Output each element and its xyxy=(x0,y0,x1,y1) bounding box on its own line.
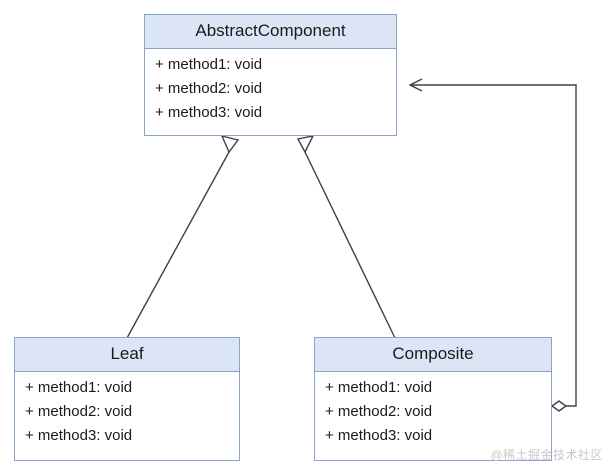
line-leaf-to-abstractcomponent xyxy=(126,151,230,339)
class-member: + method1: void xyxy=(325,379,433,396)
class-title-abstractcomponent: AbstractComponent xyxy=(145,15,396,49)
class-title-leaf: Leaf xyxy=(15,338,239,372)
class-title-composite: Composite xyxy=(315,338,551,372)
class-members-leaf: + method1: void + method2: void + method… xyxy=(15,372,239,452)
generalization-arrow-composite xyxy=(296,135,315,154)
class-members-composite: + method1: void + method2: void + method… xyxy=(315,372,551,452)
class-member: + method2: void xyxy=(155,80,263,97)
aggregation-open-arrowhead xyxy=(408,78,423,92)
generalization-arrow-leaf xyxy=(220,134,240,154)
class-member: + method1: void xyxy=(155,56,263,73)
class-member: + method3: void xyxy=(325,427,433,444)
class-member: + method1: void xyxy=(25,379,133,396)
class-member: + method2: void xyxy=(25,403,133,420)
class-box-leaf[interactable]: Leaf + method1: void + method2: void + m… xyxy=(14,337,240,461)
class-members-abstractcomponent: + method1: void + method2: void + method… xyxy=(145,49,396,129)
class-member: + method2: void xyxy=(325,403,433,420)
class-box-abstractcomponent[interactable]: AbstractComponent + method1: void + meth… xyxy=(144,14,397,136)
class-box-composite[interactable]: Composite + method1: void + method2: voi… xyxy=(314,337,552,461)
watermark: @稀土掘金技术社区 xyxy=(490,448,603,462)
line-composite-to-abstractcomponent xyxy=(304,151,396,339)
class-member: + method3: void xyxy=(155,104,263,121)
aggregation-diamond xyxy=(550,400,568,412)
class-member: + method3: void xyxy=(25,427,133,444)
